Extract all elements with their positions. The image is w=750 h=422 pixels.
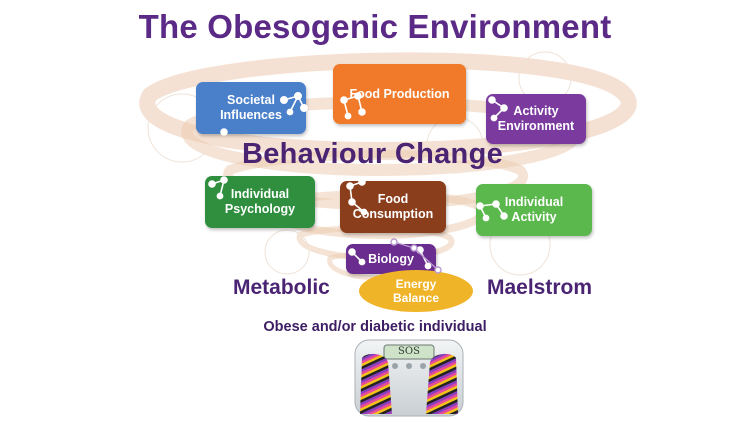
box-label: Food Consumption [352,192,434,221]
box-label: Activity Environment [497,104,575,133]
box-label: Individual Activity [504,195,564,224]
box-biology: Biology [346,244,436,274]
energy-balance-label: Energy Balance [392,277,440,305]
box-label: Societal Influences [220,93,282,122]
scale-display-text: SOS [398,346,420,357]
diagram-title: The Obesogenic Environment [138,8,612,45]
behaviour-change-heading: Behaviour Change [242,138,504,170]
box-activity-environment: Activity Environment [486,94,586,144]
metabolic-label: Metabolic [233,276,330,299]
maelstrom-label: Maelstrom [487,276,593,299]
box-label: Biology [368,251,414,266]
box-societal-influences: Societal Influences [196,82,306,134]
caption-obese-diabetic: Obese and/or diabetic individual [263,319,487,335]
striped-socks-icon [360,353,458,414]
energy-balance-ellipse: Energy Balance [359,270,473,312]
box-label: Individual Psychology [224,187,296,216]
box-individual-activity: Individual Activity [476,184,592,236]
